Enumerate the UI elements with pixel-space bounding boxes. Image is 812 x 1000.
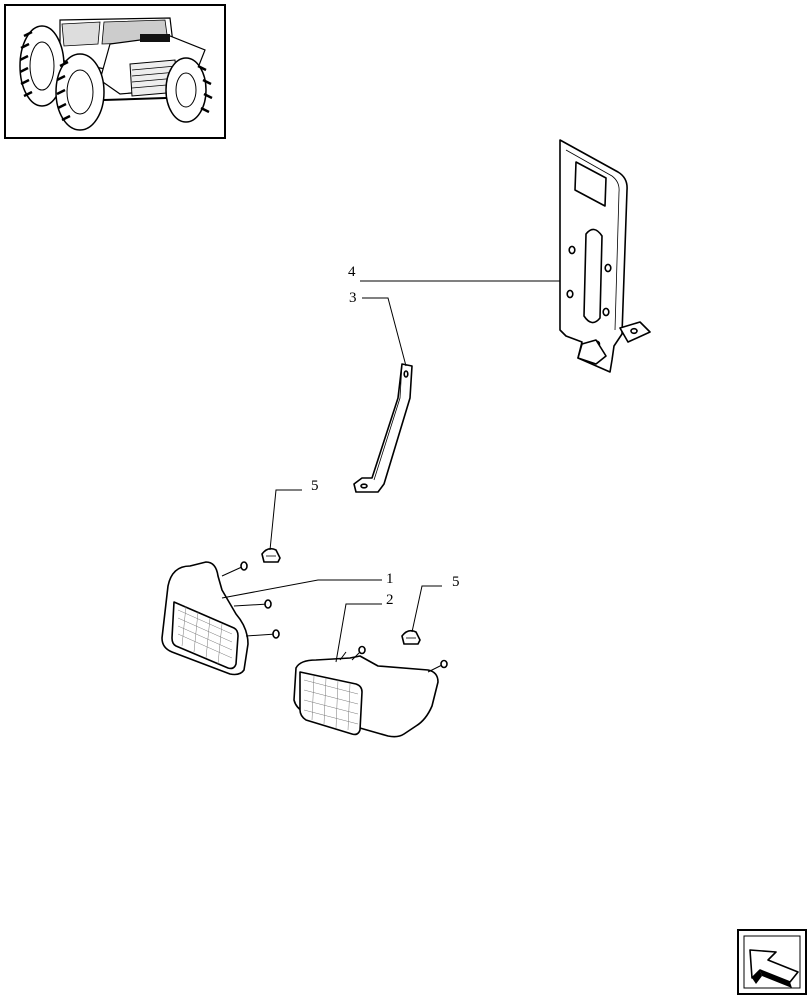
bulb-upper bbox=[261, 547, 281, 563]
callout-3: 3 bbox=[349, 290, 357, 306]
leader-lines bbox=[221, 280, 560, 663]
next-page-arrow-icon[interactable] bbox=[737, 929, 807, 995]
lamp-mounting-bracket bbox=[559, 139, 651, 373]
rear-work-lamp-left bbox=[161, 561, 280, 676]
tractor-thumbnail bbox=[4, 4, 226, 139]
callout-1: 1 bbox=[386, 571, 394, 587]
callouts: 4 3 5 1 2 5 bbox=[311, 264, 460, 608]
callout-5-lower: 5 bbox=[452, 574, 460, 590]
callout-5-upper: 5 bbox=[311, 478, 319, 494]
lamp-support-strap bbox=[353, 363, 413, 493]
bulb-lower bbox=[401, 629, 421, 645]
callout-2: 2 bbox=[386, 592, 394, 608]
callout-4: 4 bbox=[348, 264, 356, 280]
rear-work-lamp-right bbox=[293, 645, 448, 738]
